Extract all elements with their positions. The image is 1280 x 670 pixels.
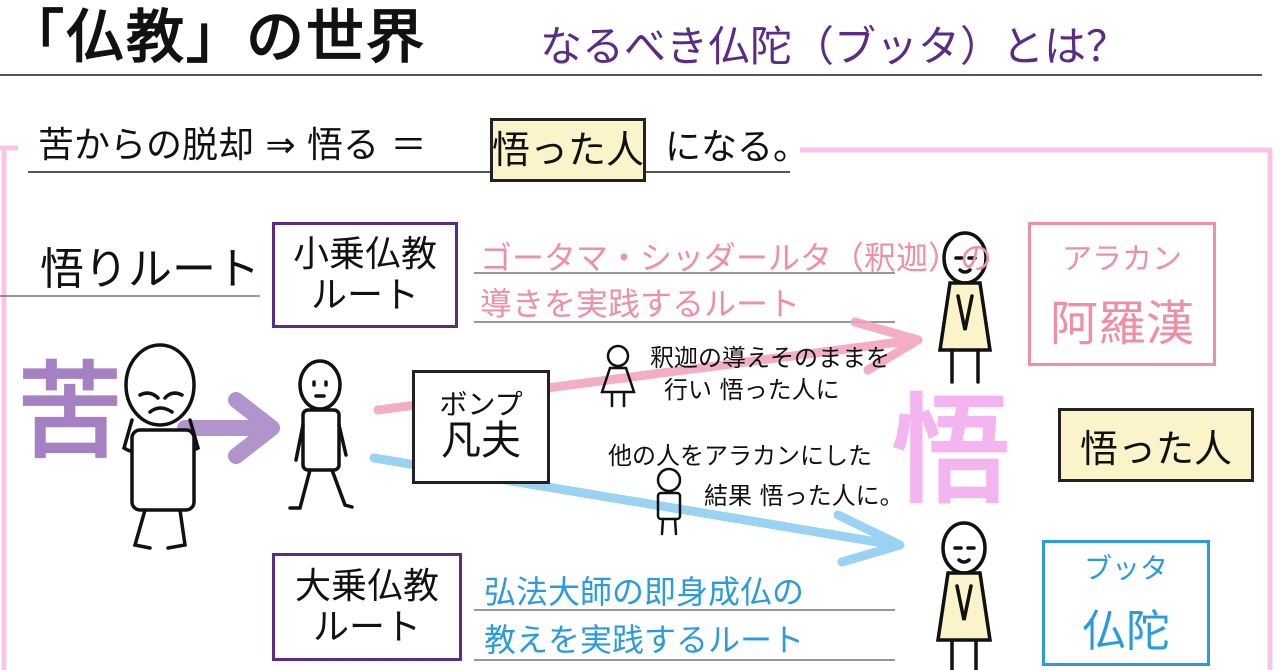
arakan-main: 阿羅漢 [1049,296,1194,352]
buddha-reading: ブッタ [1083,552,1168,585]
bonpu-reading: ボンプ [439,388,523,421]
route-title: 悟りルート [40,244,260,295]
lead-text: 苦からの脱却 ⇒ 悟る ＝ [38,125,427,166]
page-subtitle: なるべき仏陀（ブッタ）とは？ [540,22,1129,71]
bonpu-box: ボンプ 凡夫 [412,370,550,484]
large-note-figure-icon [656,467,682,536]
small-route-desc-1: ゴータマ・シッダールタ（釈迦）の [480,239,993,277]
arakan-goal-box: アラカン 阿羅漢 [1028,222,1216,366]
large-route-line1: 大乗仏教 [294,565,439,607]
arakan-reading: アラカン [1062,242,1182,277]
small-route-desc-2: 導きを実践するルート [480,285,801,323]
large-route-line2: ルート [312,607,421,648]
small-route-line2: ルート [310,275,419,316]
kanji-enlightenment: 悟 [892,382,1011,520]
page-title: 「仏教」の世界 [6,3,427,71]
large-route-desc-2: 教えを実践するルート [484,621,805,659]
bonpu-main: 凡夫 [441,418,521,464]
buddha-main: 仏陀 [1082,606,1170,657]
arakan-monk-icon [937,231,993,384]
large-route-note-2: 結果 悟った人に。 [704,482,904,510]
large-route-note-1: 他の人をアラカンにした [608,442,872,470]
small-route-note-2: 行い 悟った人に [664,376,840,404]
pink-frame [0,145,1273,670]
small-route-line1: 小乗仏教 [292,233,437,275]
large-route-desc-1: 弘法大師の即身成仏の [484,573,805,611]
suffering-person-icon [121,343,201,550]
small-vehicle-route-box: 小乗仏教 ルート [272,222,458,328]
large-vehicle-route-box: 大乗仏教 ルート [272,553,462,661]
small-route-note-1: 釈迦の導えそのままを [650,344,890,372]
lead-result-box: 悟った人 [490,118,646,182]
buddha-goal-box: ブッタ 仏陀 [1042,540,1210,666]
ordinary-person-icon [288,359,354,510]
buddha-monk-icon [935,521,993,670]
enlightened-person-box: 悟った人 [1058,408,1254,482]
purple-arrow-icon [177,392,280,464]
kanji-suffering: 苦 [18,351,123,473]
lead-tail: になる。 [665,127,810,168]
small-note-figure-icon [600,344,636,408]
